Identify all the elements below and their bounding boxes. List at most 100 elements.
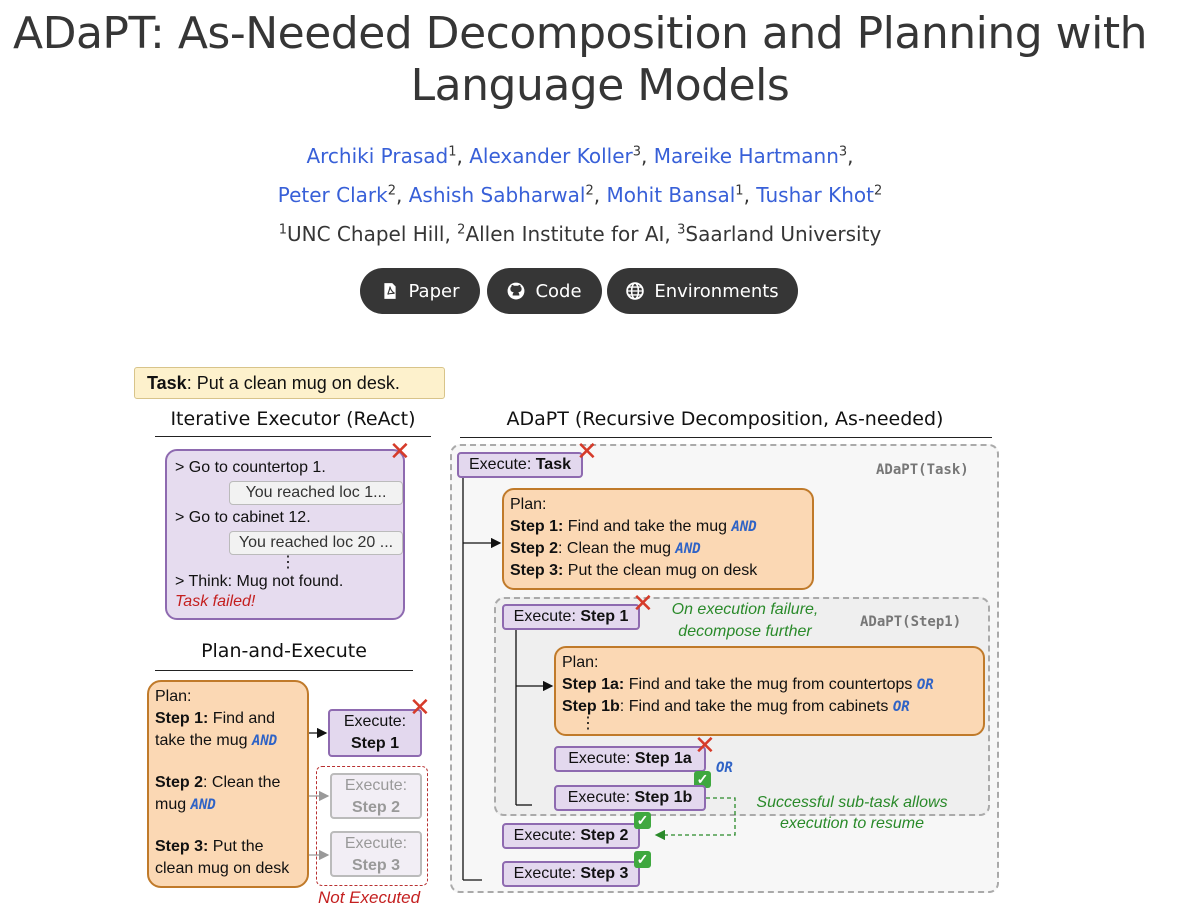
- page-title: ADaPT: As-Needed Decomposition and Plann…: [0, 8, 1160, 112]
- step-text: Find and take the mug from countertops: [624, 676, 917, 693]
- step-name: Step 1: [350, 735, 399, 752]
- adapt-execute-task: Execute: Task: [457, 452, 583, 478]
- step-name: Step 1: [580, 608, 629, 625]
- resume-note: Successful sub-task allows execution to …: [735, 792, 969, 834]
- or-operator: OR: [892, 699, 910, 715]
- step-text: Put the clean mug on desk: [563, 562, 758, 579]
- adapt-subplan-box: Plan: Step 1a: Find and take the mug fro…: [554, 646, 985, 736]
- adapt-execute-step1a: Execute: Step 1a: [554, 746, 706, 772]
- affil-sup: 3: [677, 222, 686, 238]
- or-operator: OR: [916, 677, 934, 693]
- pae-plan-box: Plan: Step 1: Find and take the mug AND …: [147, 680, 309, 888]
- author-sup: 2: [387, 183, 396, 199]
- fail-x-icon: ✕: [409, 693, 431, 723]
- react-observation: You reached loc 20 ...: [229, 531, 403, 555]
- react-trace-box: > Go to countertop 1. You reached loc 1.…: [165, 449, 405, 620]
- success-check-icon: ✓: [634, 851, 651, 868]
- plan-label: Plan:: [562, 654, 599, 671]
- pae-execute-step3: Execute: Step 3: [330, 831, 422, 877]
- react-action: > Go to countertop 1.: [175, 459, 326, 476]
- adapt-plan-box: Plan: Step 1: Find and take the mug AND …: [502, 488, 814, 590]
- not-executed-region: [316, 766, 428, 886]
- execute-label: Execute:: [469, 456, 536, 473]
- step-name: Step 1a: [634, 750, 692, 767]
- globe-icon: [626, 282, 645, 300]
- execute-label: Execute:: [568, 750, 635, 767]
- plan-label: Plan:: [155, 688, 192, 705]
- author-link[interactable]: Peter Clark: [277, 183, 388, 207]
- execute-label: Execute:: [344, 777, 408, 794]
- paper-button-label: Paper: [408, 280, 460, 302]
- adapt-heading: ADaPT (Recursive Decomposition, As-neede…: [506, 408, 944, 430]
- react-failed-text: Task failed!: [175, 593, 256, 610]
- adapt-execute-step1: Execute: Step 1: [502, 604, 640, 630]
- plan-label: Plan:: [510, 496, 547, 513]
- affiliations: 1UNC Chapel Hill, 2Allen Institute for A…: [0, 222, 1160, 246]
- step-name: Step 2: [580, 827, 629, 844]
- step-label: Step 1b: [562, 698, 620, 715]
- adapt-step1-label: ADaPT(Step1): [860, 614, 962, 630]
- title-line-1: ADaPT: As-Needed Decomposition and Plann…: [12, 8, 1148, 59]
- author-link[interactable]: Tushar Khot: [756, 183, 874, 207]
- step-text: Find and take the mug: [563, 518, 732, 535]
- step-label: Step 1a:: [562, 676, 625, 693]
- execute-label: Execute:: [513, 865, 581, 882]
- success-check-icon: ✓: [634, 812, 651, 829]
- execute-label: Execute:: [513, 608, 581, 625]
- pdf-icon: [383, 283, 396, 299]
- step-text: : Clean the mug: [155, 774, 281, 813]
- react-action: > Go to cabinet 12.: [175, 509, 311, 526]
- step-text: Put the clean mug on desk: [155, 838, 290, 877]
- failure-note-line: On execution failure,: [671, 601, 819, 618]
- step-name: Step 3: [351, 857, 400, 874]
- resume-note-line: Successful sub-task allows: [756, 794, 948, 811]
- step-name: Step 1b: [634, 789, 693, 806]
- step-text: : Find and take the mug from cabinets: [619, 698, 893, 715]
- and-operator: AND: [190, 797, 216, 813]
- adapt-execute-step1b: Execute: Step 1b: [554, 785, 706, 811]
- step-name: Step 2: [351, 799, 400, 816]
- environments-button[interactable]: Environments: [607, 268, 798, 314]
- affil-sup: 2: [457, 222, 466, 238]
- author-link[interactable]: Alexander Koller: [469, 144, 633, 168]
- author-sup: 3: [632, 144, 642, 160]
- step-name: Step 3: [580, 865, 629, 882]
- react-think: > Think: Mug not found.: [175, 573, 344, 590]
- and-operator: AND: [731, 519, 757, 535]
- step-text: Find and take the mug: [155, 710, 276, 749]
- pae-execute-step2: Execute: Step 2: [330, 773, 422, 819]
- adapt-execute-step3: Execute: Step 3: [502, 861, 640, 887]
- environments-button-label: Environments: [654, 280, 779, 302]
- subplan-ellipsis: ⋮: [580, 715, 596, 732]
- react-heading-rule: [155, 436, 431, 437]
- author-link[interactable]: Mohit Bansal: [606, 183, 736, 207]
- fail-x-icon: ✕: [694, 731, 716, 761]
- task-text: : Put a clean mug on desk.: [186, 373, 400, 393]
- author-link[interactable]: Ashish Sabharwal: [408, 183, 586, 207]
- fail-x-icon: ✕: [389, 437, 411, 467]
- author-sup: 1: [735, 183, 744, 199]
- author-link[interactable]: Mareike Hartmann: [653, 144, 839, 168]
- react-ellipsis: ⋮: [280, 554, 296, 571]
- author-link[interactable]: Archiki Prasad: [306, 144, 449, 168]
- success-check-icon: ✓: [694, 771, 711, 788]
- adapt-execute-step2: Execute: Step 2: [502, 823, 640, 849]
- author-sup: 2: [873, 183, 883, 199]
- react-heading: Iterative Executor (ReAct): [170, 408, 416, 430]
- step-label: Step 3:: [155, 838, 209, 855]
- author-sup: 2: [585, 183, 594, 199]
- execute-label: Execute:: [343, 713, 407, 730]
- author-list-line-1: Archiki Prasad1, Alexander Koller3, Mare…: [306, 144, 854, 168]
- execute-label: Execute:: [344, 835, 408, 852]
- failure-note-line: decompose further: [678, 623, 812, 640]
- affiliation: Saarland University: [685, 222, 882, 246]
- adapt-task-label: ADaPT(Task): [876, 462, 969, 478]
- execute-label: Execute:: [567, 789, 635, 806]
- author-sup: 1: [448, 144, 457, 160]
- step-label: Step 2: [155, 774, 204, 791]
- task-label: Task: [147, 373, 187, 393]
- step-label: Step 1:: [155, 710, 209, 727]
- paper-button[interactable]: Paper: [360, 268, 480, 314]
- code-button[interactable]: Code: [487, 268, 602, 314]
- step-label: Step 1:: [510, 518, 564, 535]
